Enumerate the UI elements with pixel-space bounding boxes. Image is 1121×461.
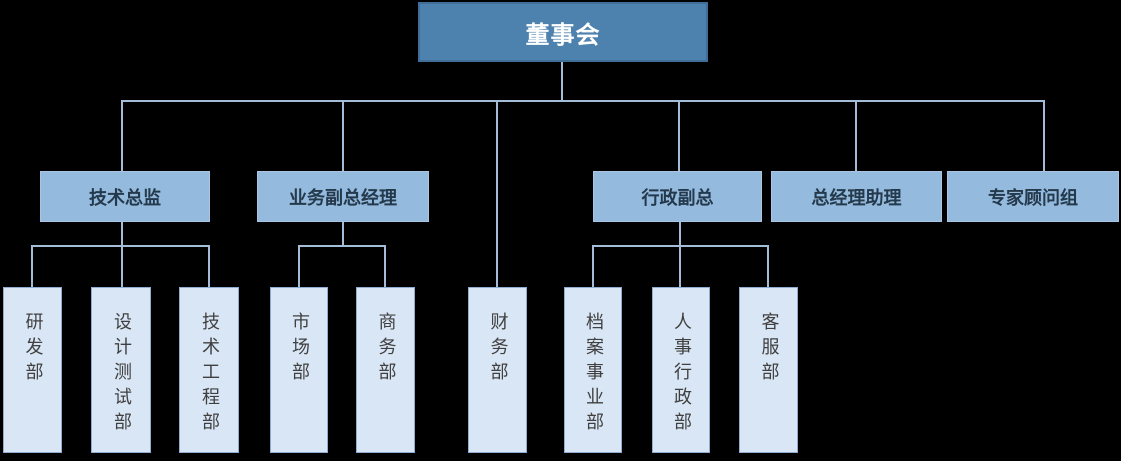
connector-tech-sub-bus [31,245,209,247]
org-node-customer-service-dept-label: 客服部 [758,312,780,387]
org-node-tech-eng-dept[interactable]: 技术工程部 [179,287,239,453]
connector-drop-gm-assistant [855,100,857,171]
org-node-business-vp-label: 业务副总经理 [289,187,397,209]
connector-drop-finance-dept [496,100,498,287]
org-node-board[interactable]: 董事会 [418,2,708,62]
connector-drop-rd-dept [31,245,33,287]
org-node-marketing-dept[interactable]: 市场部 [270,287,328,453]
org-node-finance-dept-label: 财务部 [487,312,509,387]
connector-drop-business-vp [342,100,344,171]
org-node-commerce-dept-label: 商务部 [375,312,397,387]
org-node-finance-dept[interactable]: 财务部 [468,287,527,453]
org-node-expert-group[interactable]: 专家顾问组 [947,171,1119,222]
org-node-archives-dept-label: 档案事业部 [583,312,604,437]
connector-drop-customer-service-dept [767,245,769,287]
connector-board-trunk [561,62,563,102]
connector-drop-archives-dept [592,245,594,287]
org-node-gm-assistant-label: 总经理助理 [811,187,902,209]
org-node-tech-director-label: 技术总监 [89,187,161,209]
org-node-tech-director[interactable]: 技术总监 [40,171,210,222]
org-node-design-test-dept[interactable]: 设计测试部 [91,287,151,453]
connector-drop-admin-vp [678,100,680,171]
org-node-archives-dept[interactable]: 档案事业部 [564,287,622,453]
org-node-customer-service-dept[interactable]: 客服部 [739,287,798,453]
connector-drop-expert-group [1043,100,1045,171]
org-node-rd-dept[interactable]: 研发部 [3,287,62,453]
connector-drop-marketing-dept [298,245,300,287]
connector-business-sub-bus [298,245,386,247]
org-node-design-test-dept-label: 设计测试部 [111,312,132,437]
org-node-admin-vp-label: 行政副总 [641,187,714,209]
connector-drop-commerce-dept [384,245,386,287]
org-node-tech-eng-dept-label: 技术工程部 [199,312,220,437]
connector-drop-tech-eng-dept [208,245,210,287]
org-node-business-vp[interactable]: 业务副总经理 [257,171,429,222]
connector-business-vp-spine [342,222,344,247]
org-node-commerce-dept[interactable]: 商务部 [356,287,415,453]
org-node-hr-admin-dept-label: 人事行政部 [671,312,692,437]
org-node-hr-admin-dept[interactable]: 人事行政部 [652,287,710,453]
org-node-admin-vp[interactable]: 行政副总 [593,171,762,222]
org-node-expert-group-label: 专家顾问组 [988,187,1078,209]
connector-tech-director-spine [121,222,123,287]
connector-admin-sub-bus [592,245,769,247]
org-node-board-label: 董事会 [525,20,601,49]
org-node-rd-dept-label: 研发部 [22,312,44,387]
connector-admin-vp-spine [679,222,681,287]
org-node-marketing-dept-label: 市场部 [289,312,310,387]
connector-drop-tech-director [121,100,123,171]
connector-main-bus [121,100,1045,102]
org-node-gm-assistant[interactable]: 总经理助理 [771,171,942,222]
